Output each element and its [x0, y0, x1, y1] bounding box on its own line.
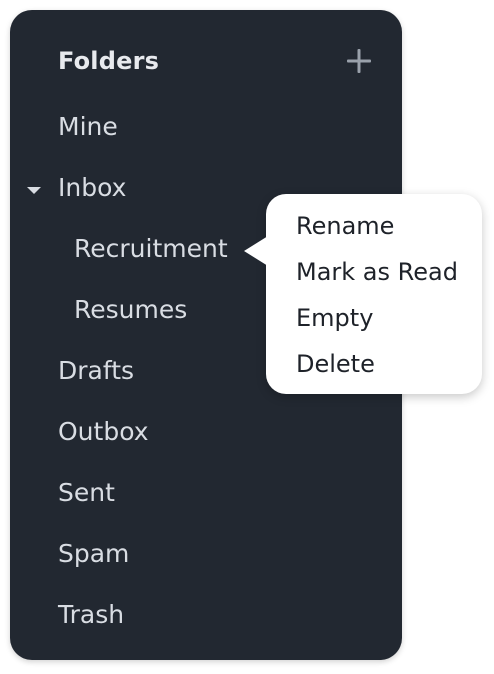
menu-item-rename[interactable]: Rename — [296, 212, 395, 240]
folder-item-resumes[interactable]: Resumes — [74, 295, 188, 324]
folder-item-spam[interactable]: Spam — [58, 539, 130, 568]
menu-item-mark-as-read[interactable]: Mark as Read — [296, 258, 458, 286]
inbox-expand-toggle[interactable] — [26, 184, 42, 196]
folders-title: Folders — [58, 47, 160, 75]
folder-item-sent[interactable]: Sent — [58, 478, 115, 507]
folder-item-outbox[interactable]: Outbox — [58, 417, 149, 446]
folder-context-menu: Rename Mark as Read Empty Delete — [266, 194, 482, 394]
folder-item-recruitment[interactable]: Recruitment — [74, 234, 228, 263]
folder-item-mine[interactable]: Mine — [58, 112, 118, 141]
add-folder-button[interactable] — [342, 44, 376, 78]
folders-header: Folders — [58, 44, 376, 78]
folder-item-drafts[interactable]: Drafts — [58, 356, 135, 385]
menu-item-empty[interactable]: Empty — [296, 304, 374, 332]
folder-item-inbox[interactable]: Inbox — [58, 173, 127, 202]
context-menu-pointer — [242, 236, 268, 266]
plus-icon — [347, 49, 371, 73]
menu-item-delete[interactable]: Delete — [296, 350, 375, 378]
folder-item-trash[interactable]: Trash — [58, 600, 125, 629]
caret-down-icon — [27, 187, 41, 194]
